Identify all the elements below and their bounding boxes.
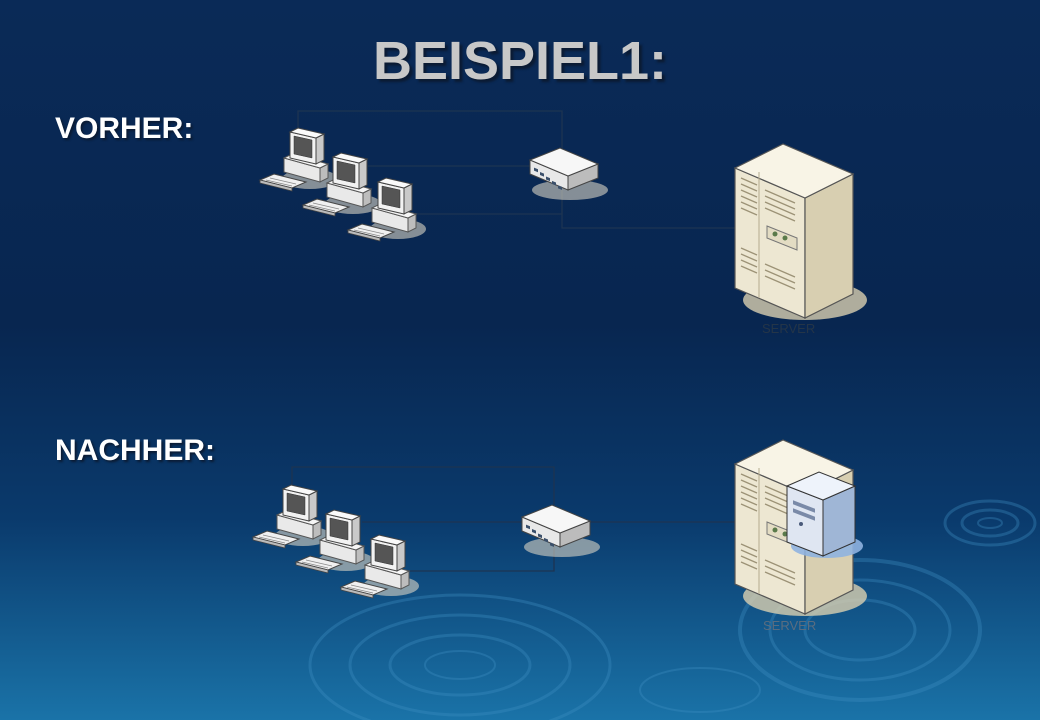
- section-label-after: NACHHER:: [55, 434, 215, 467]
- switch-icon: [529, 147, 609, 201]
- server-caption-after: SERVER: [763, 618, 817, 633]
- server-icon: [734, 143, 868, 321]
- network-before: [259, 110, 868, 321]
- virtual-server-icon: [786, 471, 864, 559]
- switch-icon: [521, 504, 601, 558]
- server-caption-before: SERVER: [762, 321, 816, 336]
- section-label-before: VORHER:: [55, 112, 194, 145]
- workstation-icon: [252, 484, 332, 549]
- workstation-icon: [259, 127, 339, 192]
- slide-title: BEISPIEL1:: [372, 31, 668, 91]
- network-after: [252, 439, 868, 617]
